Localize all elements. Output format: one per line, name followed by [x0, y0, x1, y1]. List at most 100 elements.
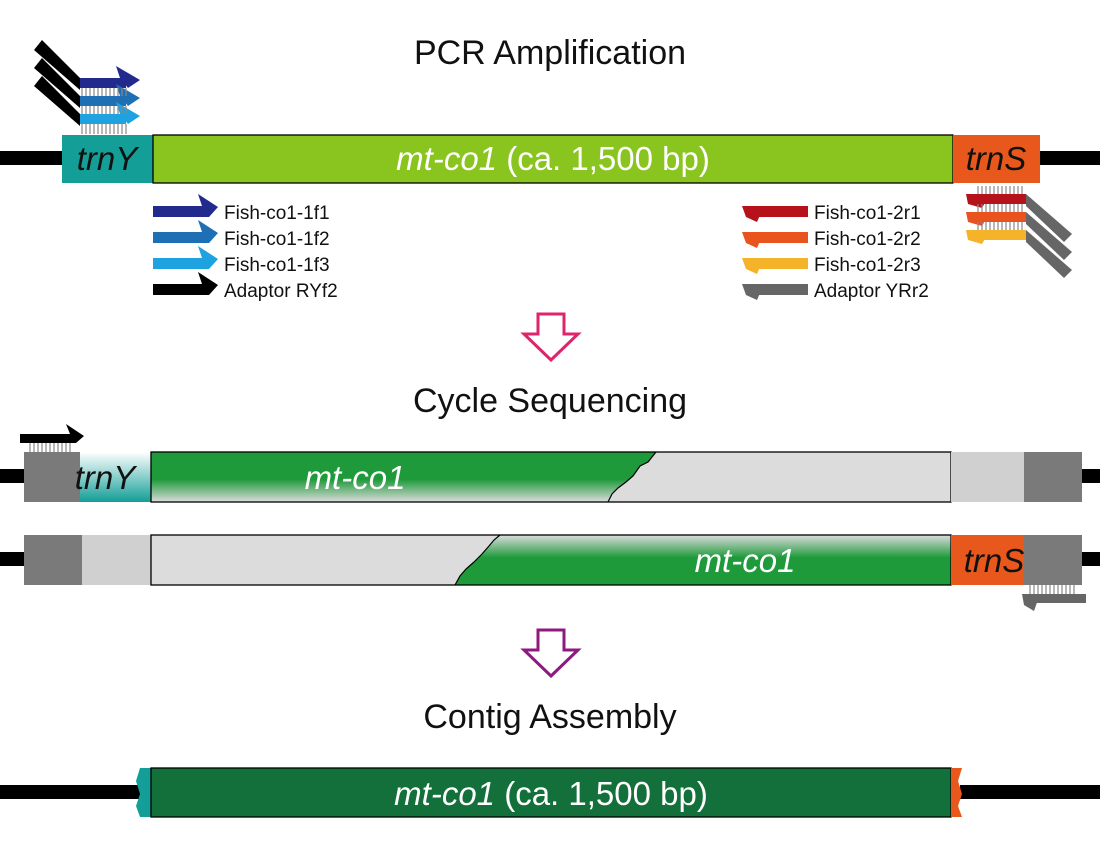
adaptor-ryf2-strand [34, 76, 80, 126]
mtco1-contig [150, 767, 952, 818]
mtco1-label: mt-co1 (ca. 1,500 bp) [396, 140, 710, 177]
legend-label: Adaptor YRr2 [814, 281, 929, 302]
legend-swatch-head [198, 194, 218, 217]
legend-forward: Fish-co1-1f1 Fish-co1-1f2 Fish-co1-1f3 A… [153, 194, 338, 302]
read-end-edge [454, 534, 501, 586]
primer-fish-co1-1f1-head [116, 66, 140, 88]
trny-label: trnY [77, 140, 140, 177]
hydrogen-bond-ticks [1029, 585, 1075, 594]
legend-swatch [153, 232, 209, 243]
adaptor-yrr2-strand [1026, 212, 1072, 260]
mtco1-block [152, 134, 954, 184]
legend-swatch [752, 258, 808, 269]
legend-swatch-head [742, 206, 764, 222]
hydrogen-bond-ticks [977, 186, 1023, 230]
flow-arrow-down-icon [520, 628, 582, 679]
legend-label: Adaptor RYf2 [224, 281, 338, 302]
forward-primer-stack [34, 40, 140, 134]
mtco1-label: mt-co1 (ca. 1,500 bp) [394, 775, 708, 812]
legend-label: Fish-co1-2r1 [814, 203, 921, 224]
trny-label: trnY [75, 459, 138, 496]
flow-arrow-down-icon [520, 312, 582, 363]
legend-label: Fish-co1-2r2 [814, 229, 921, 250]
legend-item: Adaptor RYf2 [153, 272, 338, 302]
legend-swatch-head [198, 246, 218, 269]
sequencing-primer [1030, 594, 1086, 603]
dna-strand-left [0, 552, 26, 566]
legend-item: Fish-co1-1f2 [153, 220, 330, 250]
adaptor-ryf2-strand [34, 58, 80, 108]
primer-fish-co1-2r1-head [966, 194, 990, 208]
adaptor-ryf2-strand [34, 40, 80, 90]
legend-label: Fish-co1-1f2 [224, 229, 330, 250]
trns-block [953, 135, 1040, 183]
legend-swatch [153, 258, 209, 269]
legend-swatch-head [198, 220, 218, 243]
legend-swatch-head [742, 232, 764, 248]
forward-read-row: trnY mt-co1 [0, 424, 1100, 503]
dna-strand-right [1082, 552, 1100, 566]
legend-swatch [153, 206, 209, 217]
legend-item: Fish-co1-1f3 [153, 246, 330, 276]
contig-row: mt-co1 (ca. 1,500 bp) [0, 767, 1100, 818]
dna-strand-right [960, 785, 1100, 799]
legend-swatch-head [198, 272, 218, 295]
trny-fragment [136, 768, 151, 817]
adaptor-yrr2-strand [1026, 194, 1072, 242]
adaptor-region [1024, 452, 1082, 502]
legend-item: Adaptor YRr2 [742, 281, 929, 302]
hydrogen-bond-ticks [29, 443, 71, 452]
read-end-edge [607, 451, 657, 503]
legend-item: Fish-co1-1f1 [153, 194, 330, 224]
pcr-amplification-title: PCR Amplification [414, 34, 686, 72]
adaptor-region [24, 535, 82, 585]
dna-strand-left [0, 151, 64, 165]
legend-item: Fish-co1-2r3 [742, 255, 921, 276]
mtco1-label: mt-co1 [305, 459, 406, 496]
legend-swatch-head [742, 258, 764, 274]
legend-swatch [752, 232, 808, 243]
mtco1-label: mt-co1 [695, 542, 796, 579]
upstream-region [82, 535, 151, 585]
reverse-primer-stack [966, 186, 1072, 278]
legend-swatch-head [742, 284, 764, 300]
dna-strand-left [0, 785, 140, 799]
dna-strand-right [1040, 151, 1100, 165]
legend-swatch [752, 284, 808, 295]
primer-fish-co1-1f3 [80, 114, 126, 124]
contig-assembly-title: Contig Assembly [423, 698, 676, 736]
trns-fragment [951, 768, 962, 817]
cycle-sequencing-title: Cycle Sequencing [413, 382, 687, 420]
primer-fish-co1-2r3-head [966, 230, 990, 244]
dna-strand-right [1082, 469, 1100, 483]
dna-strand-left [0, 469, 26, 483]
primer-fish-co1-2r2 [978, 212, 1026, 222]
adaptor-yrr2-strand [1026, 230, 1072, 278]
sequenced-portion [151, 452, 656, 502]
legend-reverse: Fish-co1-2r1 Fish-co1-2r2 Fish-co1-2r3 A… [742, 203, 929, 302]
trns-label: trnS [964, 542, 1025, 579]
trns-label: trnS [966, 140, 1027, 177]
adaptor-region [24, 452, 80, 502]
primer-fish-co1-2r1 [978, 194, 1026, 204]
downstream-region [951, 452, 1024, 502]
primer-fish-co1-2r3 [978, 230, 1026, 240]
primer-fish-co1-1f1 [80, 78, 126, 88]
legend-label: Fish-co1-1f3 [224, 255, 330, 276]
sequenced-portion [455, 535, 951, 585]
trns-block [951, 535, 1024, 585]
legend-label: Fish-co1-1f1 [224, 203, 330, 224]
trny-block [80, 452, 151, 502]
reverse-read-row: mt-co1 trnS [0, 534, 1100, 611]
primer-fish-co1-1f2 [80, 96, 126, 106]
adaptor-region [1024, 535, 1082, 585]
legend-label: Fish-co1-2r3 [814, 255, 921, 276]
trny-block [62, 135, 153, 183]
legend-item: Fish-co1-2r2 [742, 229, 921, 250]
legend-swatch [153, 284, 209, 295]
legend-item: Fish-co1-2r1 [742, 203, 921, 224]
legend-swatch [752, 206, 808, 217]
sequencing-primer-head [66, 424, 84, 443]
hydrogen-bond-ticks [81, 88, 127, 134]
